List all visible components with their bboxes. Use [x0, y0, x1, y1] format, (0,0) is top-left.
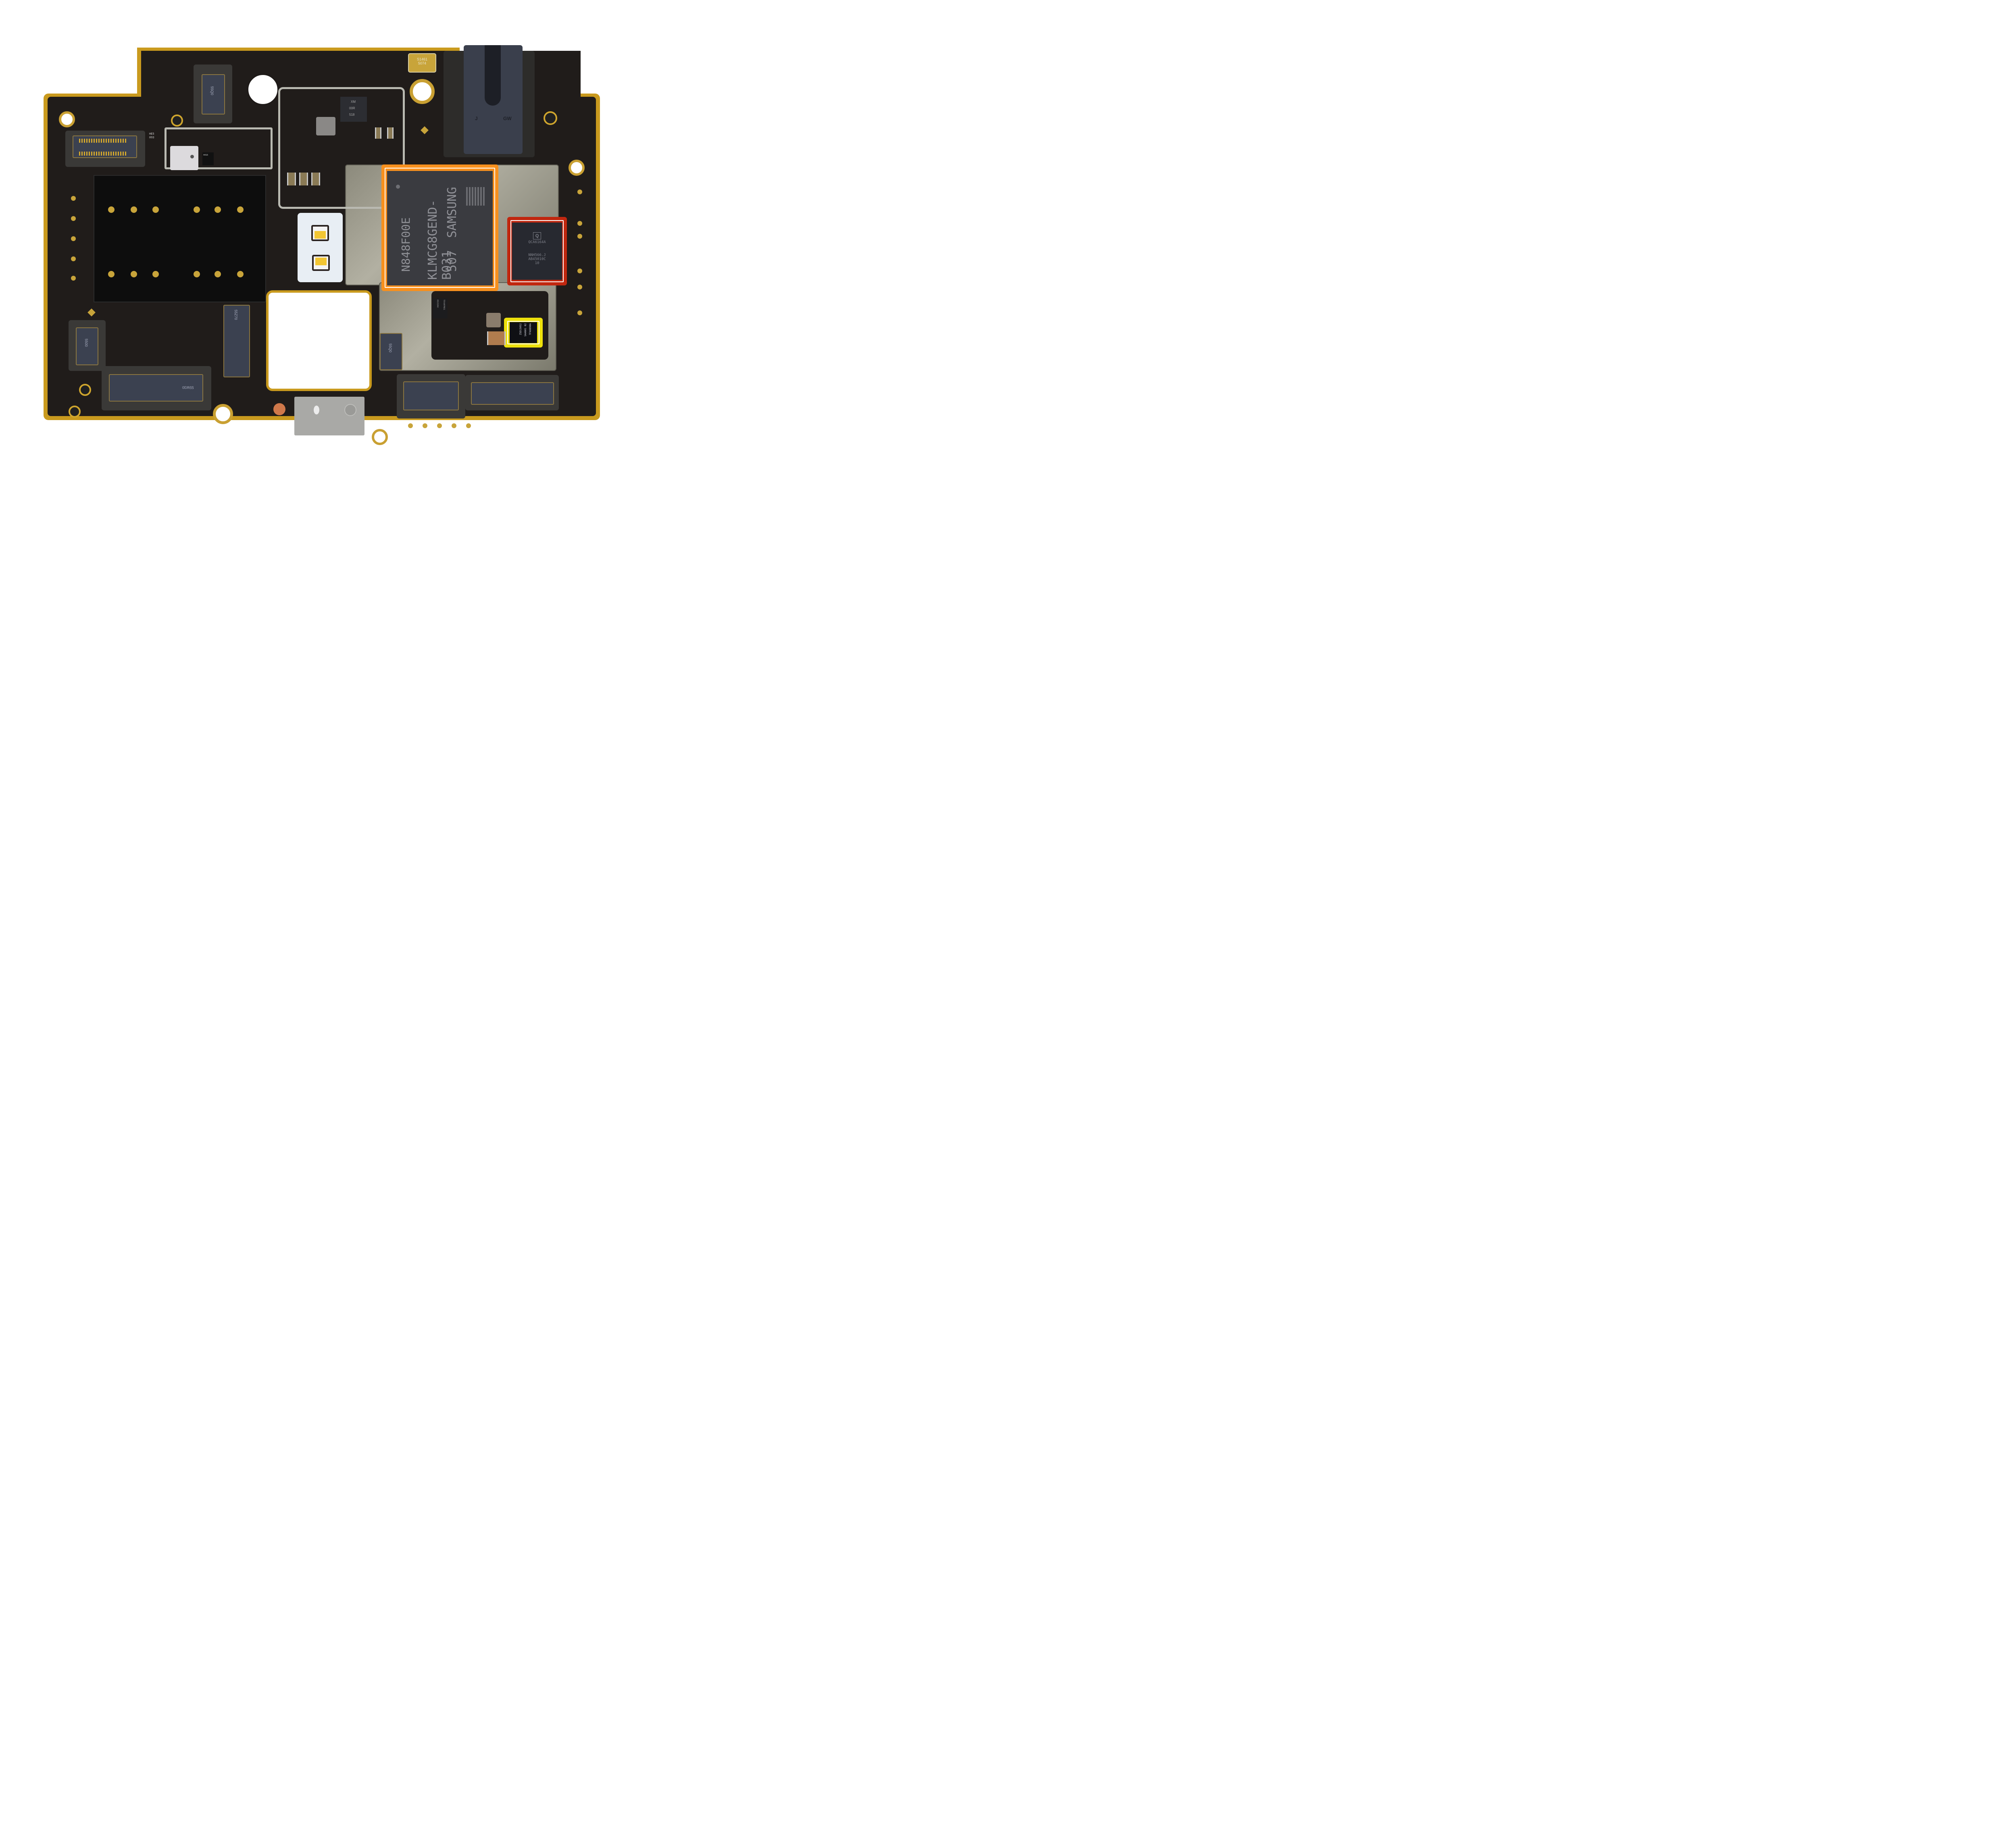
small-ic-line-1: XM	[351, 100, 356, 104]
sim-contacts	[108, 206, 245, 279]
sensor-chip: 4416	[202, 152, 214, 165]
edge-pads-right	[577, 189, 583, 318]
mounting-hole-top-right	[410, 79, 435, 104]
qualcomm-wifi-chip: Q QCA6164A NNH566.J AB45010C 10	[512, 223, 562, 280]
jack-mark-gw: GW	[503, 116, 512, 121]
capacitor	[311, 173, 320, 185]
metal-bracket-bottom	[294, 397, 364, 435]
wifi-lot-line-3: 10	[535, 261, 539, 265]
mounting-hole-bottom-left	[213, 404, 233, 424]
small-ic-line-3: 518	[349, 113, 355, 117]
mounting-hole-top	[247, 73, 279, 106]
amp-lot-line-1: SAA601 02	[524, 323, 527, 337]
small-ic-line-2: 00R	[349, 106, 355, 110]
capacitor	[287, 173, 296, 185]
connector-right-small[interactable]: 55Q0	[380, 333, 402, 370]
copper-pad-bottom	[273, 403, 285, 415]
connector-top-small[interactable]: 55Q0	[202, 74, 225, 114]
antenna-connector-bottom-left-2	[69, 406, 81, 418]
board-cutout	[266, 290, 372, 391]
shield-frame-upper-left	[165, 127, 273, 169]
jack-mark-j: J	[475, 116, 478, 121]
datamatrix-code	[466, 187, 485, 206]
sensor-chip-line-1: 4416	[203, 154, 208, 156]
antenna-connector-top-right	[544, 111, 557, 125]
antenna-connector-bottom-left-1	[79, 384, 91, 396]
he-label-line-2: 093	[149, 136, 154, 139]
connector-label: 55W30	[182, 385, 194, 389]
samsung-emmc-chip: SAMSUNG KLMCG8GEND-B031 N848F00E 507	[387, 171, 493, 285]
pmic-line-3: 65132A0	[436, 300, 439, 308]
chip-pin1-dot	[396, 185, 400, 189]
wifi-part-number: QCA6164A	[528, 240, 546, 244]
highlight-wifi-chip: Q QCA6164A NNH566.J AB45010C 10	[507, 217, 567, 285]
connector-label: 5500	[84, 339, 88, 347]
small-ic-top: XM 00R 518	[340, 97, 367, 122]
connector-label: 55Q0	[210, 86, 214, 96]
connector-bottom-wide[interactable]: 55W30	[109, 374, 203, 402]
flash-led-module	[298, 213, 343, 282]
flash-date-code: 507	[445, 250, 459, 272]
capacitor	[387, 127, 394, 139]
flash-led-1	[311, 225, 329, 241]
amp-part-number: TFA9890A	[529, 323, 532, 335]
he-label-line-1: HE5	[149, 132, 154, 135]
antenna-connector-top-left	[171, 114, 183, 127]
connector-lower-left-small[interactable]: 5500	[76, 327, 98, 365]
edge-pads-bottom	[408, 423, 513, 429]
wifi-lot-line-1: NNH566.J	[528, 253, 546, 257]
crystal-line-2: 5074	[418, 61, 427, 65]
crystal-line-1: S1461	[417, 57, 428, 61]
highlight-flash-storage: SAMSUNG KLMCG8GEND-B031 N848F00E 507	[381, 164, 498, 291]
capacitor	[299, 173, 308, 185]
connector-bottom-right-a[interactable]	[403, 381, 459, 410]
capacitor	[375, 127, 381, 139]
capacitor	[487, 331, 506, 345]
headphone-jack: J GW	[464, 45, 523, 154]
crystal-oscillator: S1461 5074	[408, 53, 436, 73]
shield-frame-upper-center	[278, 87, 405, 209]
connector-left-wide[interactable]	[73, 135, 137, 158]
pmic-chip: TI54APN51 65132A0	[433, 298, 448, 318]
edge-pads-left	[71, 196, 77, 281]
sim-tray-plate	[94, 175, 266, 302]
pmic-line-1: TI54APN51	[443, 300, 445, 310]
power-inductor	[316, 117, 335, 135]
mounting-hole-left	[59, 111, 75, 127]
qualcomm-logo-icon: Q	[533, 232, 541, 239]
highlight-audio-amp: TFA9890A SAA601 02 Z5D15052	[504, 318, 543, 348]
flash-led-2	[312, 255, 330, 271]
wifi-lot-line-2: AB45010C	[528, 257, 546, 261]
photo-stage: SAMSUNG KLMCG8GEND-B031 N848F00E 507 Q Q…	[0, 0, 626, 469]
connector-center-tall[interactable]: 55Z70	[223, 305, 250, 377]
connector-label: 55Q0	[388, 343, 392, 353]
nxp-amp-chip: TFA9890A SAA601 02 Z5D15052	[510, 322, 537, 343]
amp-lot-line-2: Z5D15052	[519, 323, 522, 335]
mounting-hole-right	[569, 160, 585, 176]
capacitor	[486, 313, 501, 327]
connector-bottom-right-b[interactable]	[471, 382, 554, 405]
flash-lot-code: N848F00E	[399, 217, 412, 272]
connector-label: 55Z70	[234, 310, 238, 320]
jack-slot	[485, 45, 501, 106]
white-module	[170, 146, 198, 170]
mounting-hole-bottom	[372, 429, 388, 445]
